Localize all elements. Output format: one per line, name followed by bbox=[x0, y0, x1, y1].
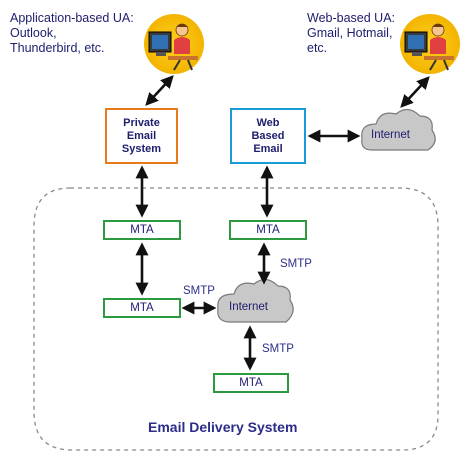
mta-box: MTA bbox=[213, 373, 289, 393]
web-ua-label: Web-based UA: Gmail, Hotmail, etc. bbox=[307, 11, 395, 56]
web-based-email-label: Web Based Email bbox=[251, 117, 284, 156]
mta-label: MTA bbox=[256, 224, 280, 236]
user-at-computer-icon bbox=[400, 14, 460, 74]
double-arrow-icon bbox=[145, 75, 174, 106]
smtp-label: SMTP bbox=[183, 285, 215, 297]
mta-label: MTA bbox=[130, 302, 154, 314]
internet-label: Internet bbox=[229, 301, 268, 313]
application-ua-line: Outlook, bbox=[10, 26, 57, 40]
private-email-system-box: Private Email System bbox=[105, 108, 178, 164]
web-ua-line: Gmail, Hotmail, bbox=[307, 26, 393, 40]
private-email-line: Private bbox=[123, 116, 160, 129]
application-ua-label: Application-based UA: Outlook, Thunderbi… bbox=[10, 11, 134, 56]
user-at-computer-icon bbox=[144, 14, 204, 74]
application-ua-line: Thunderbird, etc. bbox=[10, 41, 105, 55]
mta-label: MTA bbox=[239, 377, 263, 389]
web-email-line: Email bbox=[253, 142, 283, 155]
web-email-line: Web bbox=[256, 116, 280, 129]
smtp-label: SMTP bbox=[280, 258, 312, 270]
web-email-line: Based bbox=[251, 129, 285, 142]
web-ua-line: etc. bbox=[307, 41, 328, 55]
internet-label: Internet bbox=[371, 129, 410, 141]
private-email-line: Email bbox=[126, 129, 157, 142]
mta-box: MTA bbox=[103, 220, 181, 240]
web-ua-line: Web-based UA: bbox=[307, 11, 396, 25]
mta-label: MTA bbox=[130, 224, 154, 236]
delivery-system-title: Email Delivery System bbox=[148, 419, 298, 435]
private-email-system-label: Private Email System bbox=[122, 117, 161, 156]
mta-box: MTA bbox=[103, 298, 181, 318]
cloud-icon bbox=[361, 108, 436, 151]
private-email-line: System bbox=[121, 142, 162, 155]
double-arrow-icon bbox=[400, 76, 430, 108]
cloud-icon bbox=[217, 278, 294, 323]
smtp-label: SMTP bbox=[262, 343, 294, 355]
web-based-email-box: Web Based Email bbox=[230, 108, 306, 164]
application-ua-line: Application-based UA: bbox=[10, 11, 134, 25]
mta-box: MTA bbox=[229, 220, 307, 240]
delivery-system-boundary bbox=[33, 187, 439, 451]
